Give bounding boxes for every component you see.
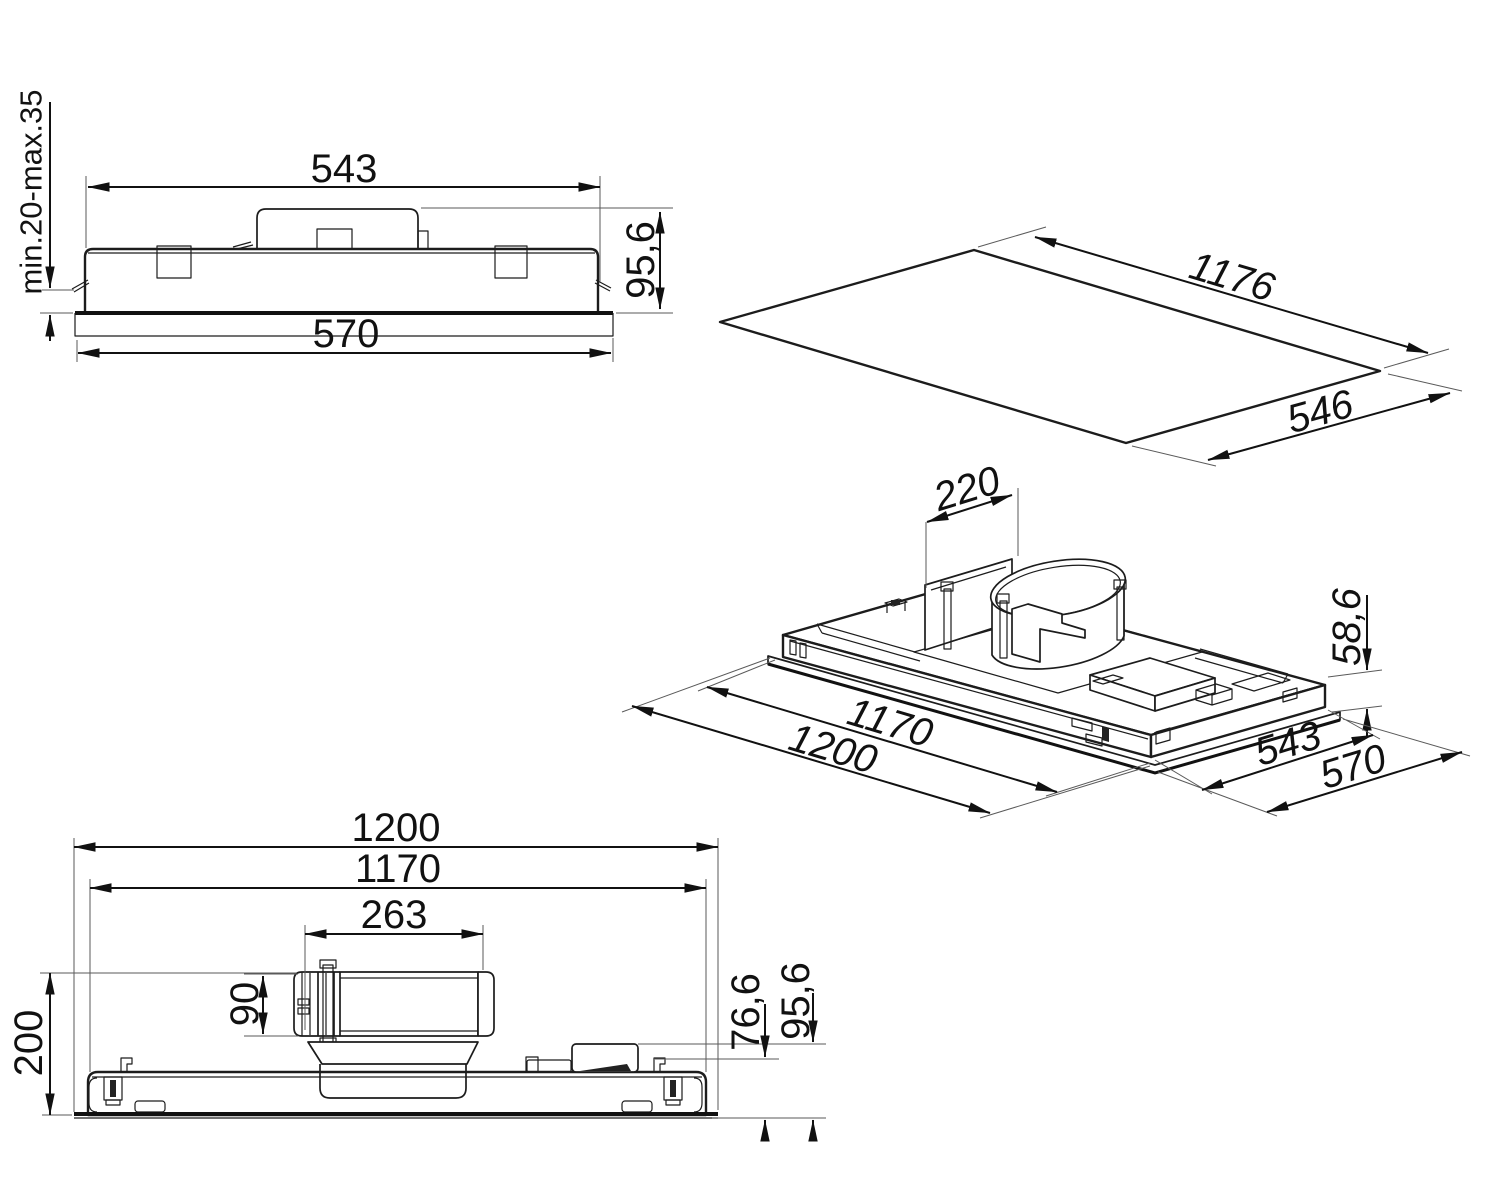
dim-label-long-1200: 1200 — [352, 806, 441, 850]
dimension-long-body-length: 1170 — [89, 847, 707, 1072]
dimension-iso-widths: 543 570 — [1154, 709, 1471, 817]
iso-outlet-bracket — [1011, 603, 1086, 663]
dim-label-ceiling: min.20-max.35 — [14, 89, 49, 294]
iso-wall-ridge — [930, 566, 1007, 591]
dim-label-220: 220 — [928, 458, 1006, 520]
view-short-side-elevation: 543 570 95,6 min.20-max.35 — [14, 89, 673, 362]
hood-body — [83, 247, 600, 315]
dim-label-long-95-6: 95,6 — [774, 962, 818, 1040]
junction-boxes — [525, 1043, 639, 1073]
motor-housing-tab — [417, 230, 429, 250]
dim-label-iso-570: 570 — [1315, 736, 1392, 798]
dim-label-long-1170: 1170 — [355, 847, 441, 891]
dim-label-570: 570 — [313, 312, 380, 356]
spring-clip-left — [71, 279, 90, 293]
dimension-overall-height: 200 — [7, 972, 296, 1116]
mounting-clip-right — [494, 245, 528, 279]
dim-label-90: 90 — [223, 982, 267, 1027]
dimension-top-width: 543 — [85, 147, 601, 282]
dim-label-263: 263 — [361, 893, 428, 937]
dim-label-1176: 1176 — [1185, 244, 1281, 311]
cutout-parallelogram — [718, 248, 1382, 445]
transition-piece — [307, 1041, 479, 1065]
dimension-height: 95,6 — [421, 207, 673, 314]
dimension-duct-height: 90 — [223, 973, 298, 1037]
dimension-iso-body-height: 58,6 — [1325, 587, 1383, 737]
dimension-bottom-width: 570 — [76, 312, 614, 362]
view-long-side-elevation: 1200 1170 263 90 200 — [7, 806, 826, 1142]
blower-box — [339, 971, 495, 1037]
iso-electronics-box — [1089, 657, 1233, 712]
dimension-right-heights: 76,6 95,6 — [638, 962, 826, 1142]
bottom-plate-outline — [74, 313, 614, 337]
spring-clip-right — [594, 279, 612, 292]
filter-housing — [319, 1064, 467, 1099]
transition-inner — [307, 1041, 479, 1065]
iso-support-posts — [940, 579, 1127, 659]
view-ceiling-cutout: 1176 546 — [718, 226, 1463, 467]
dimension-long-total-length: 1200 — [73, 806, 719, 1112]
dim-label-58-6: 58,6 — [1325, 587, 1369, 666]
dim-label-76-6: 76,6 — [724, 973, 768, 1051]
chassis-body — [86, 1070, 708, 1117]
iso-detail-clips — [789, 598, 1298, 747]
dim-label-543: 543 — [311, 147, 378, 191]
view-isometric: 220 58,6 1170 1200 543 570 — [621, 458, 1471, 819]
dimension-motor-width: 263 — [304, 893, 484, 1030]
dim-label-200: 200 — [7, 1010, 51, 1077]
mounting-clip-left — [156, 245, 192, 279]
dim-label-95-6: 95,6 — [619, 221, 663, 299]
dimension-ceiling-thickness: min.20-max.35 — [14, 89, 74, 341]
